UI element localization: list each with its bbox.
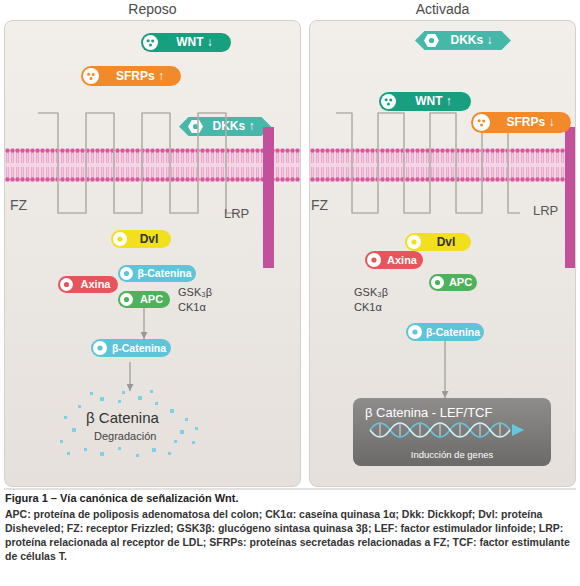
protein-name: APC (446, 274, 475, 291)
inhibitor-pill: SFRPs ↑ (81, 66, 181, 86)
protein-pill: APC (118, 291, 170, 308)
protein-icon (406, 323, 424, 341)
figure-title: Figura 1 – Vía canónica de señalización … (5, 492, 239, 504)
inhibitor-tag: DKKs ↓ (415, 31, 511, 50)
inhibitor-pill: SFRPs ↓ (471, 112, 571, 133)
protein-name: APC (135, 291, 168, 308)
protein-icon (422, 31, 441, 50)
protein-icon (58, 276, 75, 293)
protein-pill: β-Catenina (406, 323, 484, 341)
protein-name: Dvl (129, 230, 169, 248)
part-label: LRP (224, 206, 249, 221)
protein-icon (141, 33, 160, 52)
protein-icon (81, 66, 101, 86)
part-label: GSK₃β (178, 286, 212, 298)
protein-name: WNT ↓ (160, 33, 229, 52)
state-panel: DKKs ↓ WNT ↑ SFRPs ↓ DvlAxinaAPC β-Catenina β… (309, 20, 576, 487)
inhibitor-tag: DKKs ↑ (179, 117, 271, 136)
complex-name: β Catenina - LEF/TCF (365, 405, 492, 420)
protein-icon (405, 233, 423, 251)
protein-pill: β-Catenina (118, 265, 196, 282)
ligand-pill: WNT ↓ (141, 33, 231, 52)
protein-name: β-Catenina (135, 265, 194, 282)
protein-name: SFRPs ↓ (492, 112, 569, 133)
protein-name: DKKs ↓ (440, 31, 504, 50)
part-label: FZ (311, 197, 328, 213)
figure-caption: APC: proteína de poliposis adenomatosa d… (5, 507, 575, 563)
part-label: FZ (10, 197, 27, 213)
protein-name: Axina (75, 276, 116, 293)
part-label: CK1α (178, 301, 206, 313)
protein-pill: Dvl (405, 233, 471, 251)
protein-icon (118, 291, 135, 308)
process-note: Degradación (94, 430, 156, 442)
protein-icon (91, 339, 109, 357)
panel-heading: Reposo (5, 1, 300, 17)
protein-name: β-Catenina (424, 323, 482, 341)
protein-icon (118, 265, 135, 282)
protein-pill: APC (429, 274, 477, 291)
protein-pill: β-Catenina (91, 339, 171, 357)
protein-name: DKKs ↑ (204, 117, 264, 136)
nucleus-box: β Catenina - LEF/TCF Inducción de genes (353, 398, 551, 466)
protein-pill: Dvl (111, 230, 171, 248)
protein-icon (429, 274, 446, 291)
panel-heading: Activada (310, 1, 575, 17)
protein-pill: Axina (365, 251, 423, 269)
protein-name: Axina (383, 251, 421, 269)
protein-name: WNT ↑ (398, 92, 469, 111)
part-label: GSK₃β (354, 286, 388, 298)
protein-icon (471, 112, 492, 133)
protein-icon (365, 251, 383, 269)
protein-icon (379, 92, 398, 111)
protein-name: β-Catenina (109, 339, 169, 357)
process-note: Inducción de genes (353, 449, 551, 460)
part-label: LRP (533, 203, 558, 218)
ligand-pill: WNT ↑ (379, 92, 471, 111)
part-label: CK1α (354, 301, 382, 313)
protein-pill: Axina (58, 276, 118, 293)
protein-icon (186, 117, 205, 136)
protein-name: Dvl (423, 233, 469, 251)
protein-name: SFRPs ↑ (101, 66, 179, 86)
caption-rule (4, 489, 576, 490)
process-note: β Catenina (86, 409, 159, 426)
protein-icon (111, 230, 129, 248)
